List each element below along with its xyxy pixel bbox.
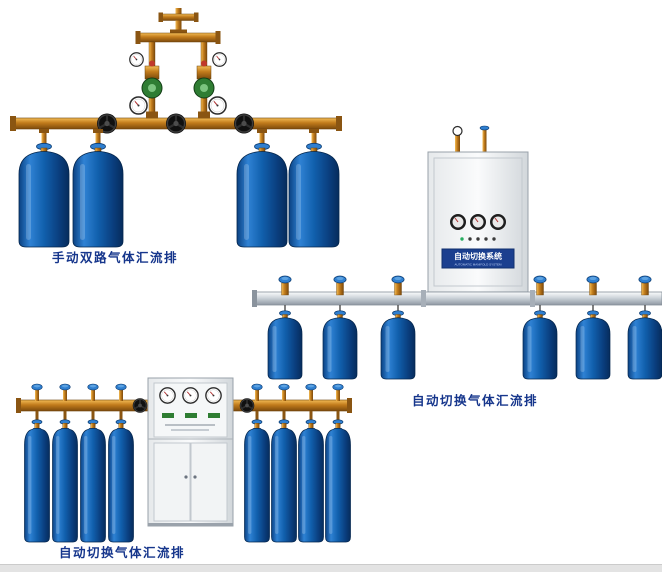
aluminum-manifold-pipe <box>252 290 662 307</box>
auto-switch-cabinet-manifold-figure <box>16 377 352 543</box>
gas-cylinder <box>72 142 124 248</box>
pressure-gauge <box>182 387 199 404</box>
bottom-border-strip <box>0 564 662 572</box>
gas-cylinder <box>322 310 358 380</box>
pipe-valves-blue <box>31 383 344 420</box>
valve-handwheel <box>239 397 255 414</box>
gas-cylinder <box>244 419 270 543</box>
caption-auto-switch-bottom: 自动切换气体汇流排 <box>58 546 185 560</box>
door-handle <box>184 475 188 479</box>
pressure-gauge <box>208 96 227 115</box>
control-cabinet: 自动切换系统 AUTOMATIC MANIFOLD SYSTEM <box>427 151 529 293</box>
gas-cylinder <box>108 419 134 543</box>
right-pressure-regulator <box>193 52 227 115</box>
cabinet-door-right <box>190 442 228 522</box>
red-knob <box>149 60 155 67</box>
gas-cylinder <box>80 419 106 543</box>
gas-cylinder <box>325 419 351 543</box>
top-tee-fitting <box>158 8 199 34</box>
cabinet-title: 自动切换系统 <box>454 251 502 261</box>
cabinet-name-plate: 自动切换系统 AUTOMATIC MANIFOLD SYSTEM <box>441 248 515 269</box>
gas-cylinder <box>271 419 297 543</box>
mini-gauge <box>452 125 463 137</box>
gas-cylinder <box>52 419 78 543</box>
door-handle <box>193 475 197 479</box>
cabinet-top-fittings <box>452 125 490 152</box>
cabinet-subtitle: AUTOMATIC MANIFOLD SYSTEM <box>455 263 502 267</box>
blue-cap <box>479 125 490 131</box>
pressure-gauge <box>129 52 144 67</box>
gas-cylinder <box>267 310 303 380</box>
pressure-gauge <box>129 96 148 115</box>
panel-labels <box>162 413 220 431</box>
caption-auto-switch-right: 自动切换气体汇流排 <box>411 394 538 408</box>
switch-cabinet <box>147 377 234 527</box>
valve-handwheel <box>132 397 148 414</box>
gas-cylinder <box>18 142 70 248</box>
gas-cylinder <box>380 310 416 380</box>
cabinet-gauges <box>450 214 506 230</box>
manual-dual-manifold-figure <box>10 8 342 248</box>
gas-cylinder <box>575 310 611 380</box>
red-knob <box>201 60 207 67</box>
gas-cylinder <box>522 310 558 380</box>
gas-cylinder <box>627 310 662 380</box>
pressure-gauge <box>205 387 222 404</box>
valve-handwheel <box>165 112 187 135</box>
cylinder-risers <box>39 129 319 143</box>
header-pipe <box>135 31 221 44</box>
valve-handwheel <box>233 112 255 135</box>
cabinet-door-left <box>153 442 191 522</box>
gas-cylinder <box>298 419 324 543</box>
left-pressure-regulator <box>129 52 163 115</box>
caption-manual-dual-manifold: 手动双路气体汇流排 <box>51 251 178 265</box>
gas-cylinder <box>24 419 50 543</box>
pressure-gauge <box>159 387 176 404</box>
indicator-lights <box>460 237 496 241</box>
auto-switch-manifold-figure: 自动切换系统 AUTOMATIC MANIFOLD SYSTEM <box>252 125 662 380</box>
pressure-gauge <box>212 52 227 67</box>
cylinder-valves <box>278 275 652 312</box>
